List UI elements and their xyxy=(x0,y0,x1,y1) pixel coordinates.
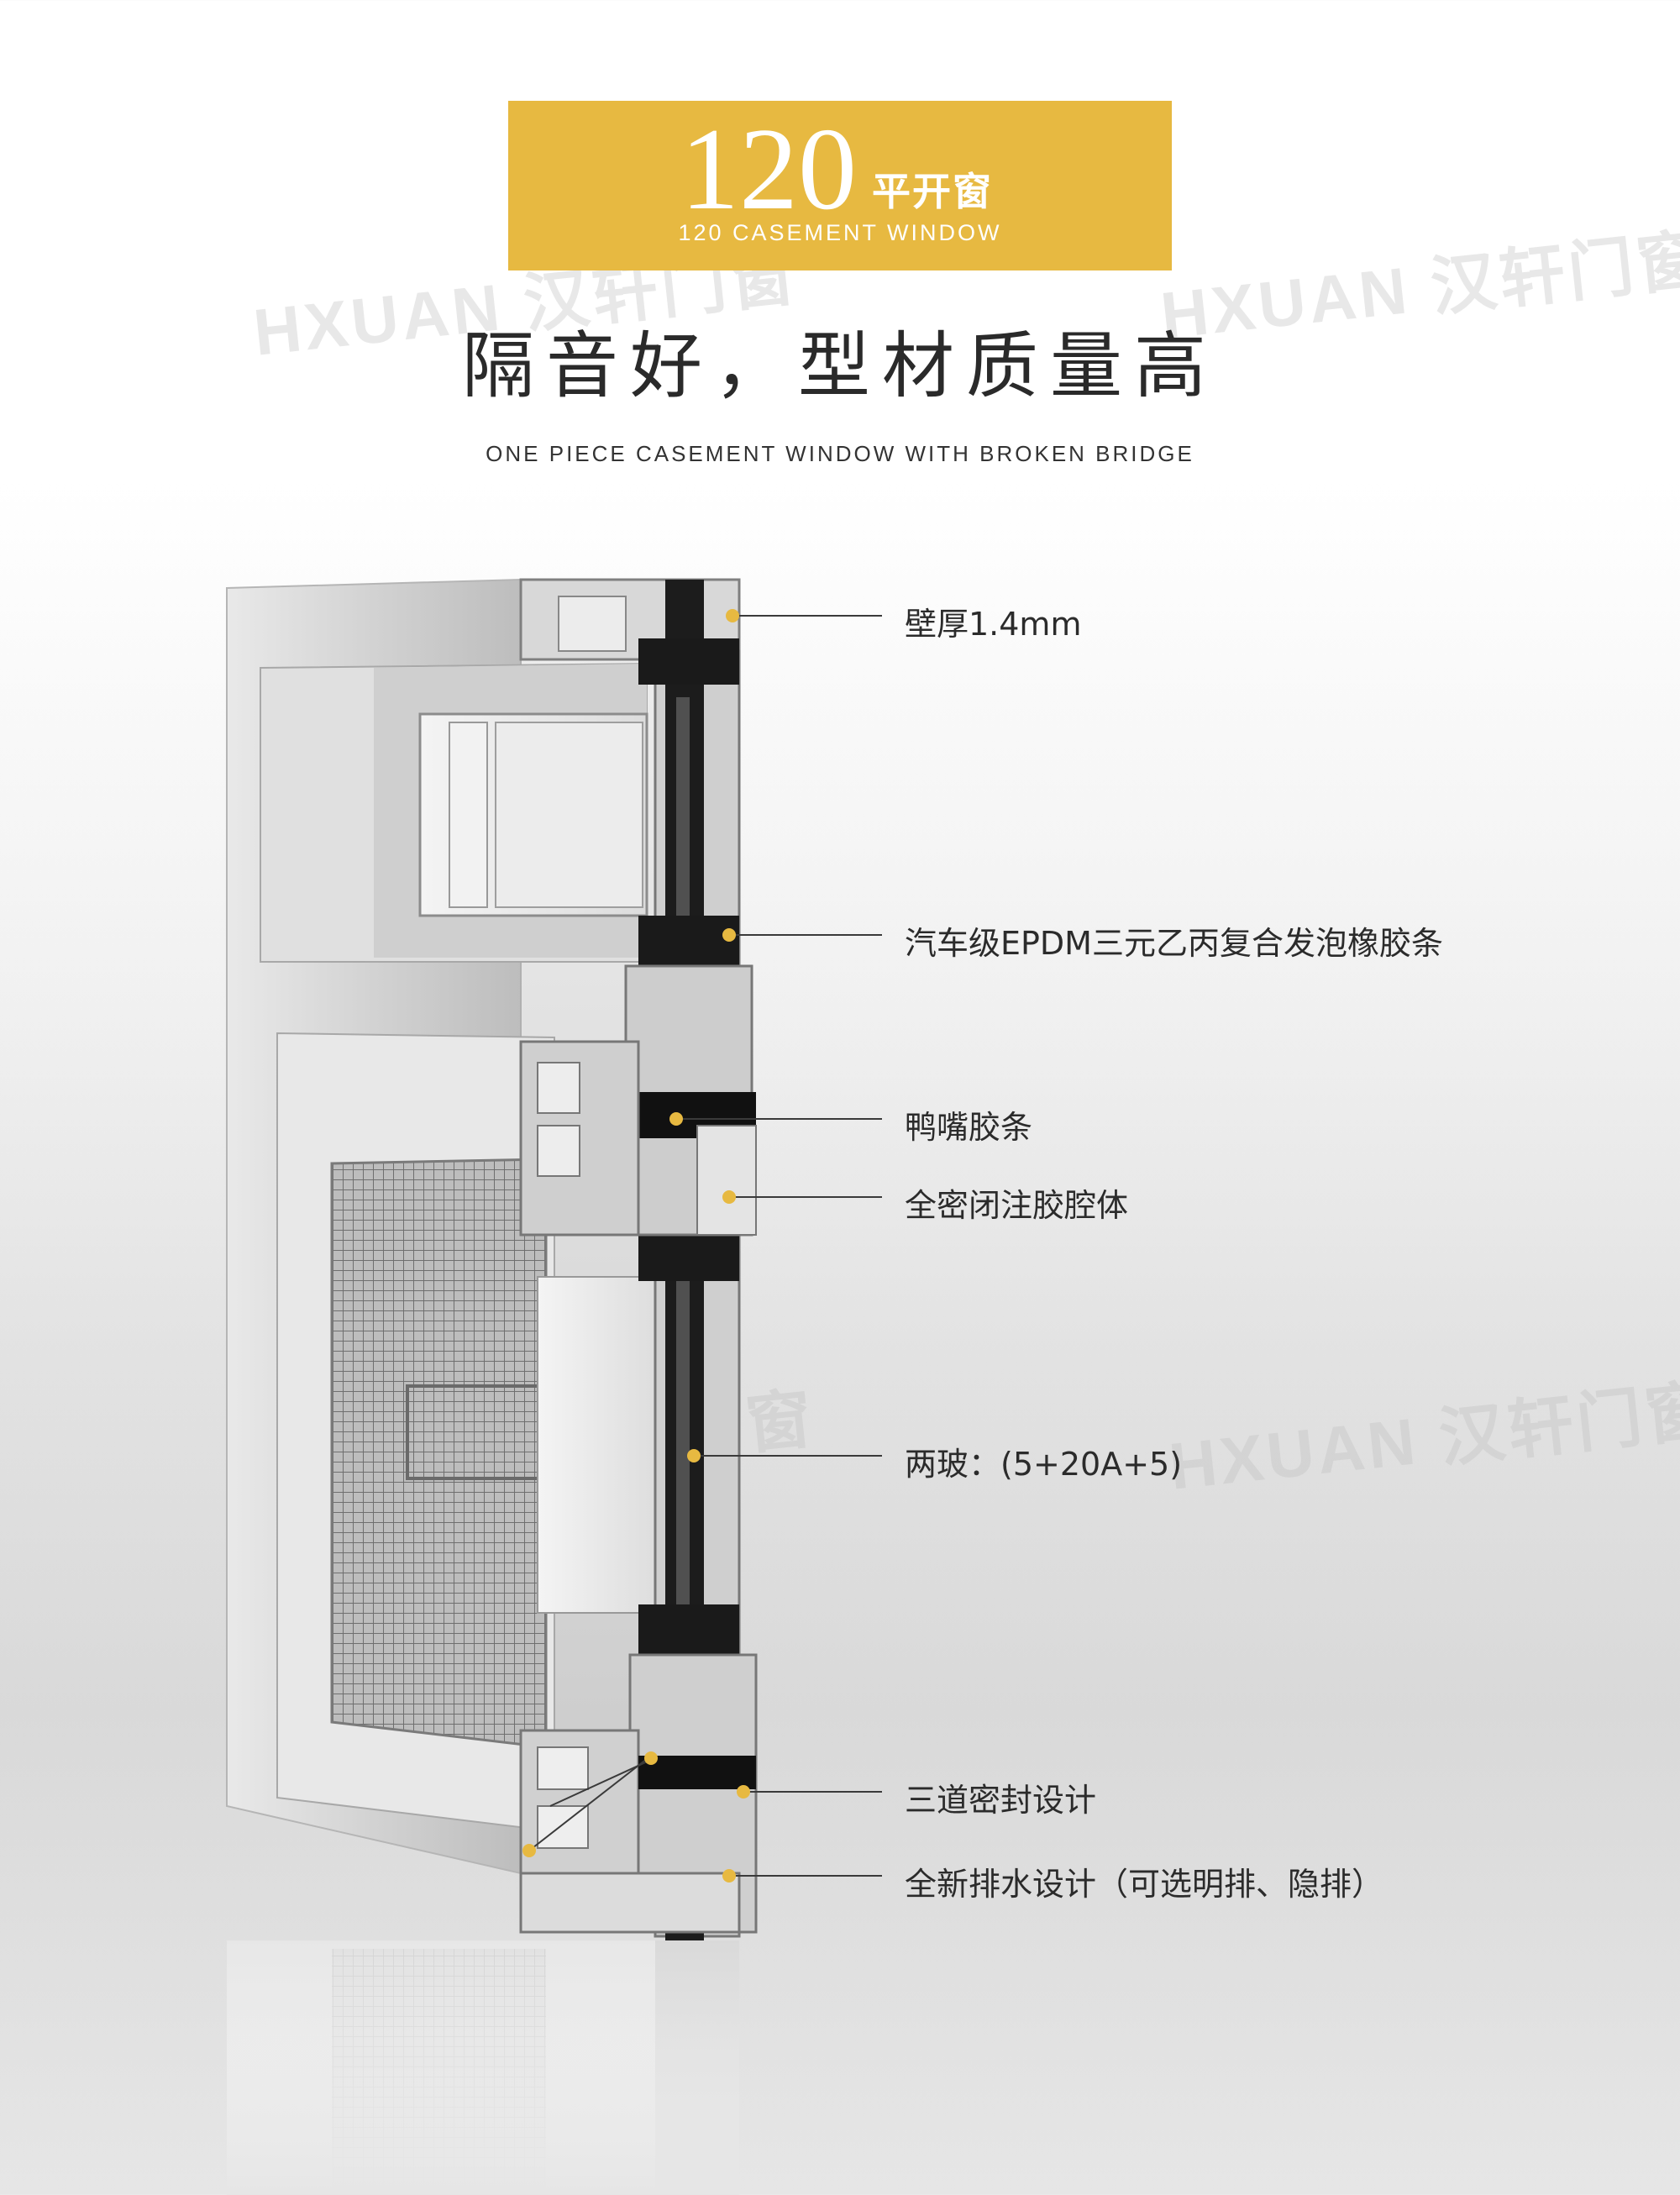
badge-title-cn: 平开窗 xyxy=(872,169,993,214)
reflection xyxy=(227,1940,739,2195)
lower-sash xyxy=(276,1032,664,1833)
callout-double-glazing: 两玻：(5+20A+5) xyxy=(905,1446,1183,1483)
marker-dot xyxy=(722,1190,736,1204)
badge-title-en: 120 CASEMENT WINDOW xyxy=(678,220,1002,245)
profile-cross-section xyxy=(519,578,758,1940)
callout-markers xyxy=(522,609,750,1883)
callout-wall-thickness: 壁厚1.4mm xyxy=(905,606,1082,643)
callout-triple-seal: 三道密封设计 xyxy=(905,1782,1097,1819)
title-badge: 120 平开窗 120 CASEMENT WINDOW xyxy=(508,101,1172,270)
callout-duckbill-strip: 鸭嘴胶条 xyxy=(905,1109,1033,1146)
badge-number: 120 xyxy=(680,104,857,234)
marker-dot xyxy=(522,1844,536,1857)
callout-sealed-cavity: 全密闭注胶腔体 xyxy=(905,1187,1129,1224)
marker-dot xyxy=(687,1449,701,1462)
page-subheadline: ONE PIECE CASEMENT WINDOW WITH BROKEN BR… xyxy=(486,441,1194,466)
callout-epdm-strip: 汽车级EPDM三元乙丙复合发泡橡胶条 xyxy=(905,925,1443,962)
marker-dot xyxy=(726,609,739,622)
marker-dot xyxy=(644,1751,658,1765)
callout-drainage: 全新排水设计（可选明排、隐排） xyxy=(905,1866,1384,1903)
marker-dot xyxy=(737,1785,750,1799)
marker-dot xyxy=(722,928,736,942)
page-headline: 隔音好，型材质量高 xyxy=(462,324,1218,408)
callout-leaders xyxy=(528,615,882,1877)
upper-pane xyxy=(260,662,648,963)
marker-dot xyxy=(722,1869,736,1883)
marker-dot xyxy=(669,1112,683,1126)
